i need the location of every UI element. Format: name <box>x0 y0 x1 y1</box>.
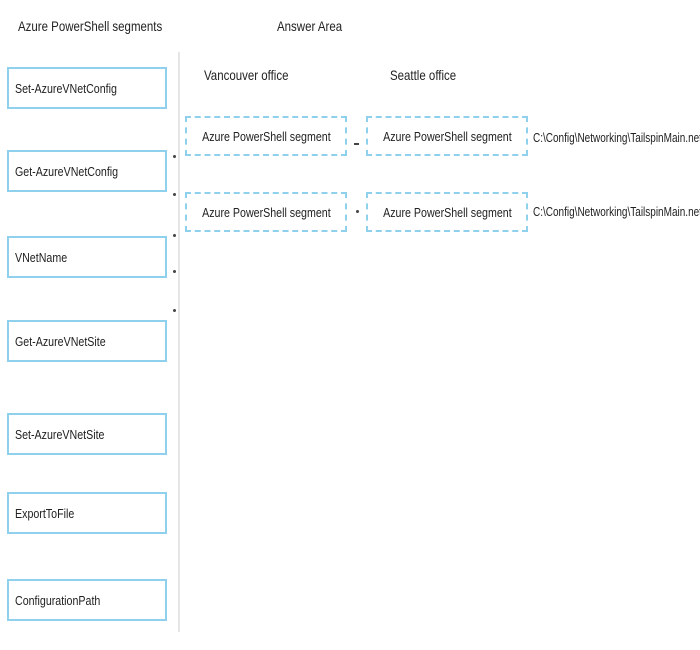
segment-label: Set-AzureVNetSite <box>15 426 105 442</box>
config-path-text: C:\Config\Networking\TailspinMain.netcfg <box>533 205 700 219</box>
segment-label: Set-AzureVNetConfig <box>15 80 117 96</box>
segment-label: ConfigurationPath <box>15 592 101 608</box>
segment-label: VNetName <box>15 249 68 265</box>
vancouver-office-label: Vancouver office <box>204 67 289 83</box>
seattle-slot-1[interactable]: Azure PowerShell segment <box>366 116 528 156</box>
slot-placeholder: Azure PowerShell segment <box>201 128 331 144</box>
slot-placeholder: Azure PowerShell segment <box>382 204 512 220</box>
vancouver-slot-1[interactable]: Azure PowerShell segment <box>185 116 347 156</box>
segment-get-azurevnetsite[interactable]: Get-AzureVNetSite <box>7 320 167 362</box>
separator-mark <box>173 270 176 273</box>
separator-mark <box>173 155 176 158</box>
segment-label: Get-AzureVNetConfig <box>15 163 119 179</box>
vancouver-slot-2[interactable]: Azure PowerShell segment <box>185 192 347 232</box>
segment-configurationpath[interactable]: ConfigurationPath <box>7 579 167 621</box>
segment-set-azurevnetsite[interactable]: Set-AzureVNetSite <box>7 413 167 455</box>
row-separator <box>356 210 359 213</box>
separator-mark <box>173 193 176 196</box>
config-path-text: C:\Config\Networking\TailspinMain.netcfg <box>533 131 700 145</box>
answer-area-heading: Answer Area <box>277 18 343 34</box>
slot-placeholder: Azure PowerShell segment <box>382 128 512 144</box>
panel-divider <box>178 52 180 632</box>
row-separator <box>354 143 359 145</box>
seattle-office-label: Seattle office <box>390 67 457 83</box>
separator-mark <box>173 234 176 237</box>
segment-get-azurevnetconfig[interactable]: Get-AzureVNetConfig <box>7 150 167 192</box>
segment-set-azurevnetconfig[interactable]: Set-AzureVNetConfig <box>7 67 167 109</box>
separator-mark <box>173 309 176 312</box>
segment-vnetname[interactable]: VNetName <box>7 236 167 278</box>
slot-placeholder: Azure PowerShell segment <box>201 204 331 220</box>
segment-exporttofile[interactable]: ExportToFile <box>7 492 167 534</box>
segment-label: ExportToFile <box>15 505 75 521</box>
segments-heading: Azure PowerShell segments <box>18 18 163 34</box>
segment-label: Get-AzureVNetSite <box>15 333 106 349</box>
seattle-slot-2[interactable]: Azure PowerShell segment <box>366 192 528 232</box>
